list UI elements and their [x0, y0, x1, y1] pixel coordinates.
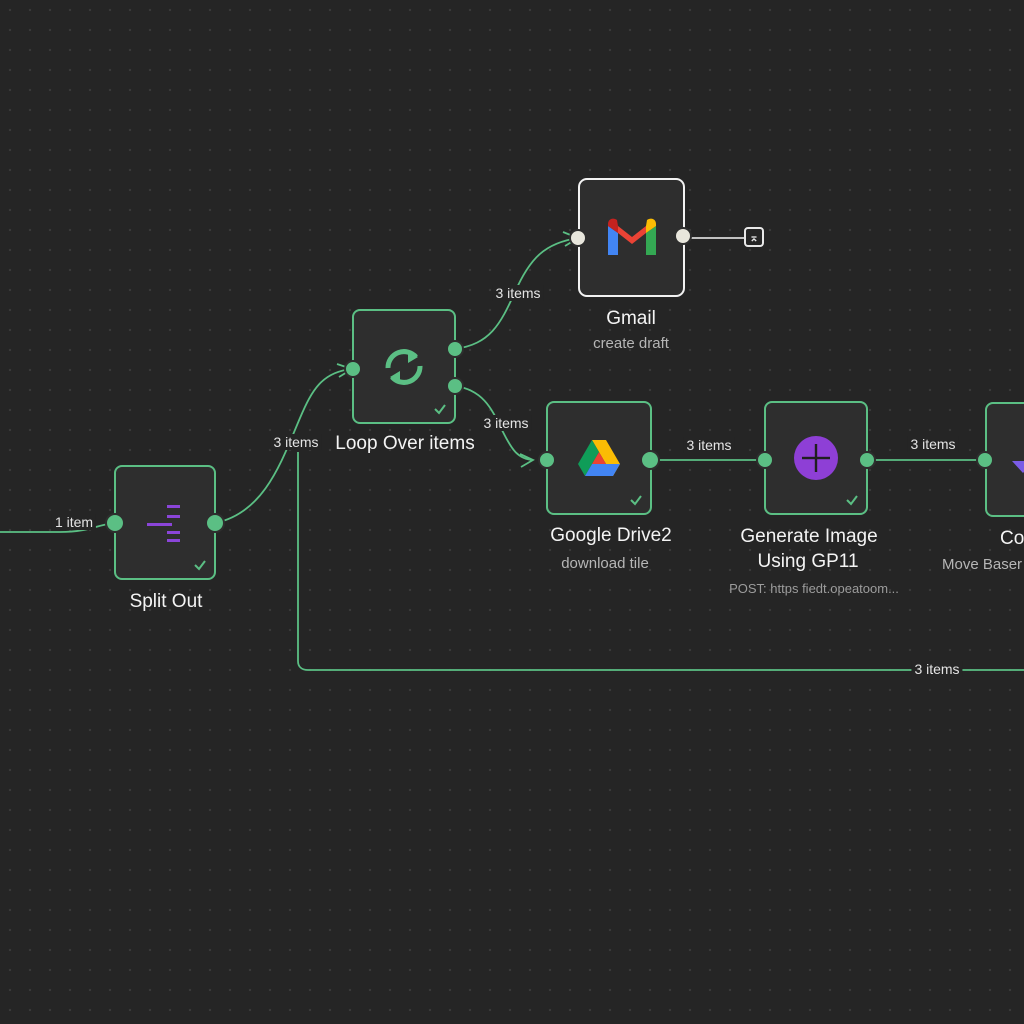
- generate-title-line1: Generate Image: [740, 526, 878, 547]
- edge-label-loop-done: 3 items: [911, 661, 963, 677]
- gmail-output-port[interactable]: [674, 227, 692, 245]
- split-out-icon: [145, 501, 185, 545]
- gmail-icon: [605, 218, 659, 258]
- edge-label-drive-generate: 3 items: [683, 437, 735, 453]
- loop-icon: [381, 344, 427, 390]
- edge-label-loop-drive: 3 items: [480, 415, 532, 431]
- success-check-icon: [630, 495, 642, 506]
- generate-title-line2: Using GP11: [757, 551, 859, 572]
- connection-loop-done: [297, 452, 1024, 671]
- plus-icon: [793, 435, 839, 481]
- node-google-drive2[interactable]: [546, 401, 652, 515]
- edge-label-split-in: 1 item: [51, 514, 97, 530]
- node-gmail[interactable]: [578, 178, 685, 297]
- gmail-title: Gmail: [606, 308, 656, 329]
- convert-input-port[interactable]: [976, 451, 994, 469]
- success-check-icon: [194, 560, 206, 571]
- gmail-input-port[interactable]: [569, 229, 587, 247]
- drive-title: Google Drive2: [550, 525, 672, 546]
- connection-arrow-drive: [519, 453, 535, 468]
- convert-subtitle: Move Baser: [942, 556, 1023, 573]
- edge-label-generate-convert: 3 items: [907, 436, 959, 452]
- gmail-subtitle: create draft: [593, 335, 669, 352]
- split-out-title: Split Out: [129, 591, 203, 612]
- node-loop-over-items[interactable]: [352, 309, 456, 424]
- edge-label-loop-gmail: 3 items: [492, 285, 544, 301]
- node-generate-image[interactable]: [764, 401, 868, 515]
- success-check-icon: [846, 495, 858, 506]
- success-check-icon: [434, 404, 446, 415]
- node-split-out[interactable]: [114, 465, 216, 580]
- connection-split-loop: [214, 368, 353, 524]
- loop-title: Loop Over items: [335, 433, 475, 454]
- drive-subtitle: download tile: [561, 555, 649, 572]
- split-out-output-port[interactable]: [205, 513, 225, 533]
- loop-input-port[interactable]: [344, 360, 362, 378]
- convert-title: Conve: [1000, 528, 1024, 549]
- loop-output-port-done[interactable]: [446, 377, 464, 395]
- connection-loop-drive: [454, 385, 534, 461]
- add-node-button[interactable]: ⌅: [744, 227, 764, 247]
- edge-label-split-loop: 3 items: [270, 434, 322, 450]
- drive-input-port[interactable]: [538, 451, 556, 469]
- add-node-icon: ⌅: [749, 231, 759, 244]
- generate-input-port[interactable]: [756, 451, 774, 469]
- drive-output-port[interactable]: [640, 450, 660, 470]
- google-drive-icon: [577, 438, 621, 478]
- generate-output-port[interactable]: [858, 451, 876, 469]
- generate-subtitle: POST: https fiedt.opeatoom...: [729, 581, 899, 596]
- convert-icon: [1012, 460, 1024, 478]
- split-out-input-port[interactable]: [105, 513, 125, 533]
- loop-output-port-loop[interactable]: [446, 340, 464, 358]
